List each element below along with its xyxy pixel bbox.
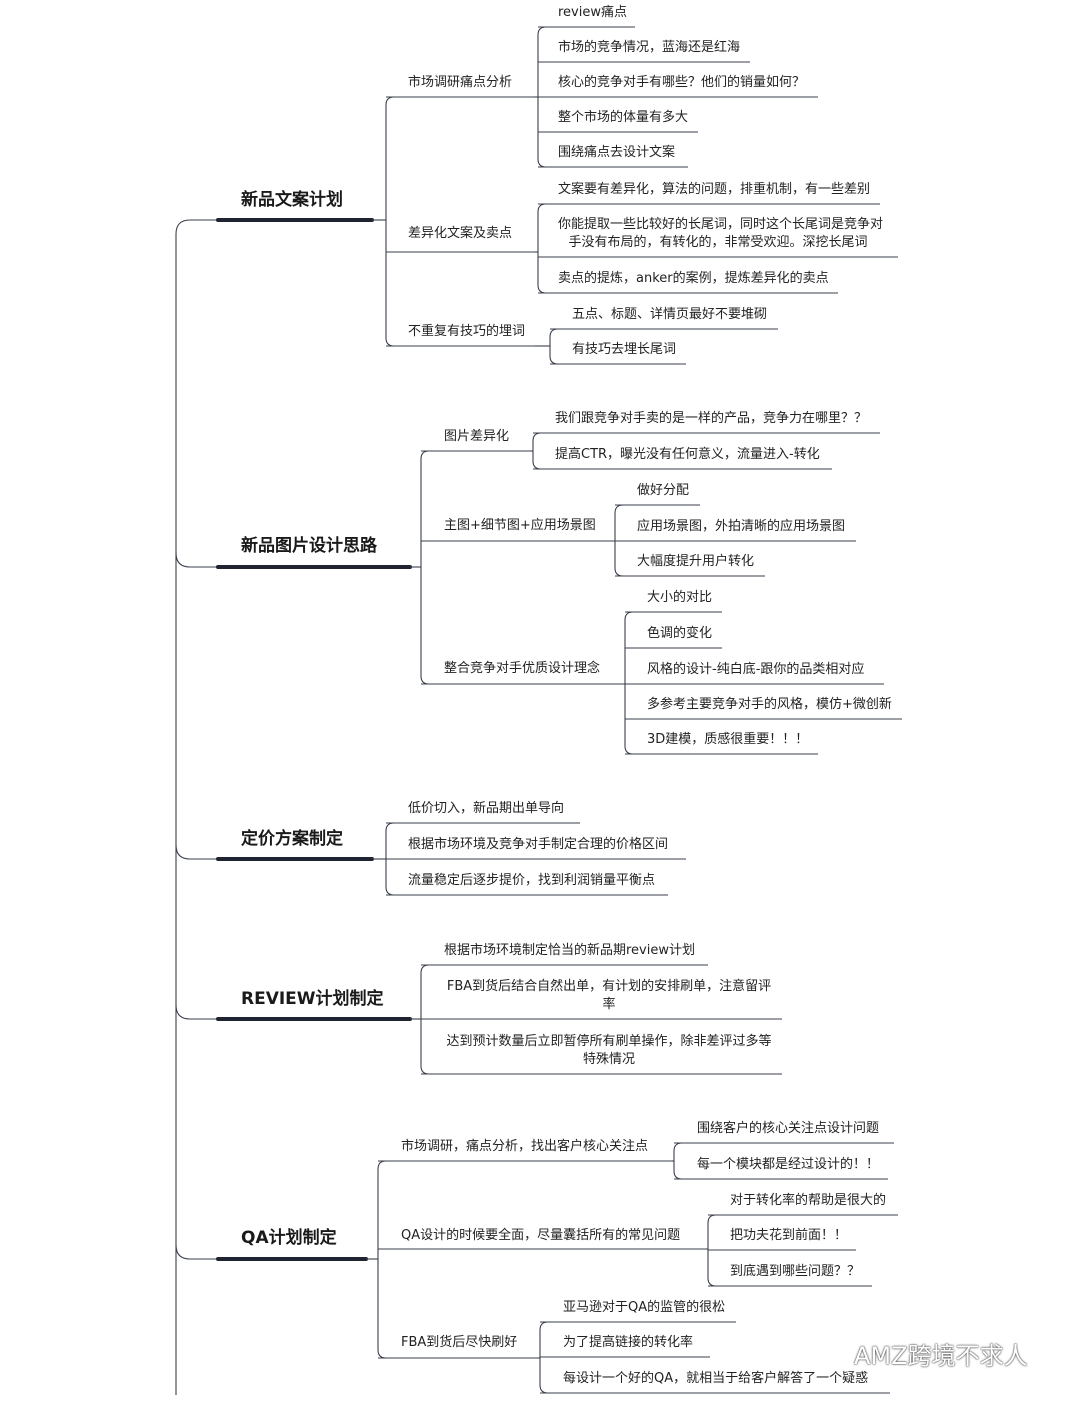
leaf-label: 围绕痛点去设计文案 xyxy=(558,145,676,160)
leaf-label: 到底遇到哪些问题？？ xyxy=(730,1264,861,1279)
watermark: AMZ跨境不求人 xyxy=(808,1336,1028,1371)
sub-label: 不重复有技巧的埋词 xyxy=(408,324,526,339)
branch-title: 新品图片设计思路 xyxy=(241,536,377,556)
leaf-label: 风格的设计-纯白底-跟你的品类相对应 xyxy=(647,662,865,677)
leaf-label: 我们跟竞争对手卖的是一样的产品，竞争力在哪里？？ xyxy=(555,411,868,426)
sub-label: 低价切入，新品期出单导向 xyxy=(408,801,565,816)
sub-label: 根据市场环境及竞争对手制定合理的价格区间 xyxy=(408,837,669,852)
leaf-label: 多参考主要竞争对手的风格，模仿+微创新 xyxy=(647,697,892,712)
wechat-icon xyxy=(809,1340,847,1367)
sub-label: 根据市场环境制定恰当的新品期review计划 xyxy=(444,943,695,958)
leaf-label: 核心的竞争对手有哪些？他们的销量如何？ xyxy=(558,75,806,90)
leaf-label: 大小的对比 xyxy=(647,590,713,605)
leaf-label: 为了提高链接的转化率 xyxy=(563,1335,694,1350)
label-line: 手没有布局的，有转化的，非常受欢迎。深挖长尾词 xyxy=(568,235,868,250)
branch-title: QA计划制定 xyxy=(241,1228,337,1248)
watermark-text: AMZ跨境不求人 xyxy=(854,1342,1028,1370)
label-line: 你能提取一些比较好的长尾词，同时这个长尾词是竞争对 xyxy=(558,217,884,232)
leaf-label: 市场的竞争情况，蓝海还是红海 xyxy=(558,40,741,55)
leaf-label: 整个市场的体量有多大 xyxy=(558,110,689,125)
sub-label: 图片差异化 xyxy=(444,429,510,444)
leaf-label: 大幅度提升用户转化 xyxy=(637,554,755,569)
sub-label: 市场调研，痛点分析，找出客户核心关注点 xyxy=(401,1139,649,1154)
leaf-label: 五点、标题、详情页最好不要堆砌 xyxy=(572,307,768,322)
sub-label: 市场调研痛点分析 xyxy=(408,75,513,90)
sub-label: 流量稳定后逐步提价，找到利润销量平衡点 xyxy=(408,873,656,888)
leaf-label: review痛点 xyxy=(558,5,627,20)
leaf-label: 亚马逊对于QA的监管的很松 xyxy=(563,1300,726,1315)
label-line: 达到预计数量后立即暂停所有刷单操作，除非差评过多等 xyxy=(446,1034,772,1049)
leaf-label: 围绕客户的核心关注点设计问题 xyxy=(697,1121,880,1136)
leaf-label: 有技巧去埋长尾词 xyxy=(572,342,677,357)
leaf-label: 对于转化率的帮助是很大的 xyxy=(730,1193,887,1208)
leaf-label: 把功夫花到前面！！ xyxy=(730,1228,848,1243)
leaf-label: 卖点的提炼，anker的案例，提炼差异化的卖点 xyxy=(558,271,829,286)
branch-title: REVIEW计划制定 xyxy=(241,989,384,1009)
branch-title: 新品文案计划 xyxy=(241,190,343,210)
leaf-label: 每设计一个好的QA，就相当于给客户解答了一个疑惑 xyxy=(563,1371,869,1386)
label-line: FBA到货后结合自然出单，有计划的安排刷单，注意留评 xyxy=(446,979,772,994)
sub-label: FBA到货后尽快刷好 xyxy=(401,1335,518,1350)
leaf-label: 文案要有差异化，算法的问题，排重机制，有一些差别 xyxy=(558,182,871,197)
leaf-label: 色调的变化 xyxy=(647,626,713,641)
sub-label: FBA到货后结合自然出单，有计划的安排刷单，注意留评率 xyxy=(440,978,778,1014)
label-line: 率 xyxy=(602,997,616,1012)
branch-title: 定价方案制定 xyxy=(241,829,343,849)
sub-label: QA设计的时候要全面，尽量囊括所有的常见问题 xyxy=(401,1228,681,1243)
label-line: 特殊情况 xyxy=(582,1052,635,1067)
sub-label: 整合竞争对手优质设计理念 xyxy=(444,661,601,676)
leaf-label: 你能提取一些比较好的长尾词，同时这个长尾词是竞争对手没有布局的，有转化的，非常受… xyxy=(558,216,884,252)
leaf-label: 应用场景图，外拍清晰的应用场景图 xyxy=(637,519,846,534)
leaf-label: 做好分配 xyxy=(637,483,690,498)
leaf-label: 每一个模块都是经过设计的！！ xyxy=(697,1157,880,1172)
leaf-label: 提高CTR，曝光没有任何意义，流量进入-转化 xyxy=(555,447,820,462)
sub-label: 差异化文案及卖点 xyxy=(408,226,513,241)
sub-label: 达到预计数量后立即暂停所有刷单操作，除非差评过多等特殊情况 xyxy=(440,1033,778,1069)
leaf-label: 3D建模，质感很重要！！！ xyxy=(647,732,809,747)
sub-label: 主图+细节图+应用场景图 xyxy=(444,518,596,533)
